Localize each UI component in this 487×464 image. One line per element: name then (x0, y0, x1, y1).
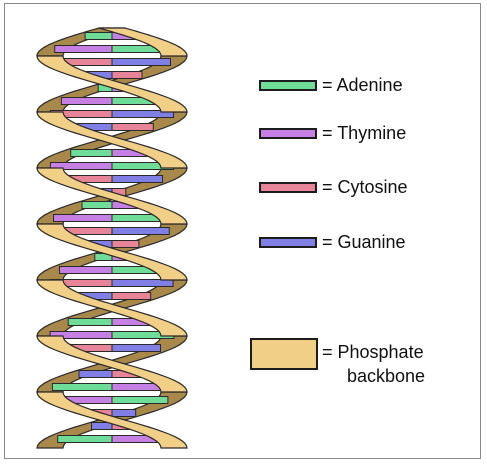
base-rung (112, 410, 136, 417)
adenine-label: = Adenine (322, 75, 403, 96)
phosphate-backbone-swatch (250, 338, 318, 370)
legend-cytosine: = Cytosine (259, 177, 408, 198)
legend-adenine: = Adenine (259, 75, 403, 96)
base-rung (55, 46, 112, 53)
base-rung (112, 293, 151, 300)
base-rung (79, 371, 112, 378)
thymine-swatch (259, 128, 317, 139)
base-rung (112, 59, 171, 66)
base-rung (58, 436, 112, 443)
cytosine-swatch (259, 182, 317, 193)
base-rung (54, 215, 113, 222)
thymine-label: = Thymine (322, 123, 406, 144)
base-rung (112, 241, 139, 248)
phosphate-label: = Phosphate (322, 341, 424, 364)
guanine-label: = Guanine (322, 232, 406, 253)
base-rung (71, 150, 112, 157)
cytosine-label: = Cytosine (322, 177, 408, 198)
base-rung (112, 124, 153, 131)
base-rung (82, 202, 112, 209)
base-rung (112, 228, 169, 235)
base-rung (112, 397, 168, 404)
base-rung (112, 72, 142, 79)
base-rung (68, 319, 112, 326)
base-rung (85, 33, 112, 40)
legend-thymine: = Thymine (259, 123, 406, 144)
guanine-swatch (259, 237, 317, 248)
base-rung (61, 98, 112, 105)
legend-phosphate-backbone (250, 338, 318, 370)
base-rung (92, 423, 113, 430)
backbone-label: backbone (347, 365, 425, 388)
base-rung (60, 267, 113, 274)
legend-guanine: = Guanine (259, 232, 406, 253)
adenine-swatch (259, 80, 317, 91)
base-rung (52, 384, 112, 391)
base-rung (112, 176, 163, 183)
base-rung (112, 345, 161, 352)
